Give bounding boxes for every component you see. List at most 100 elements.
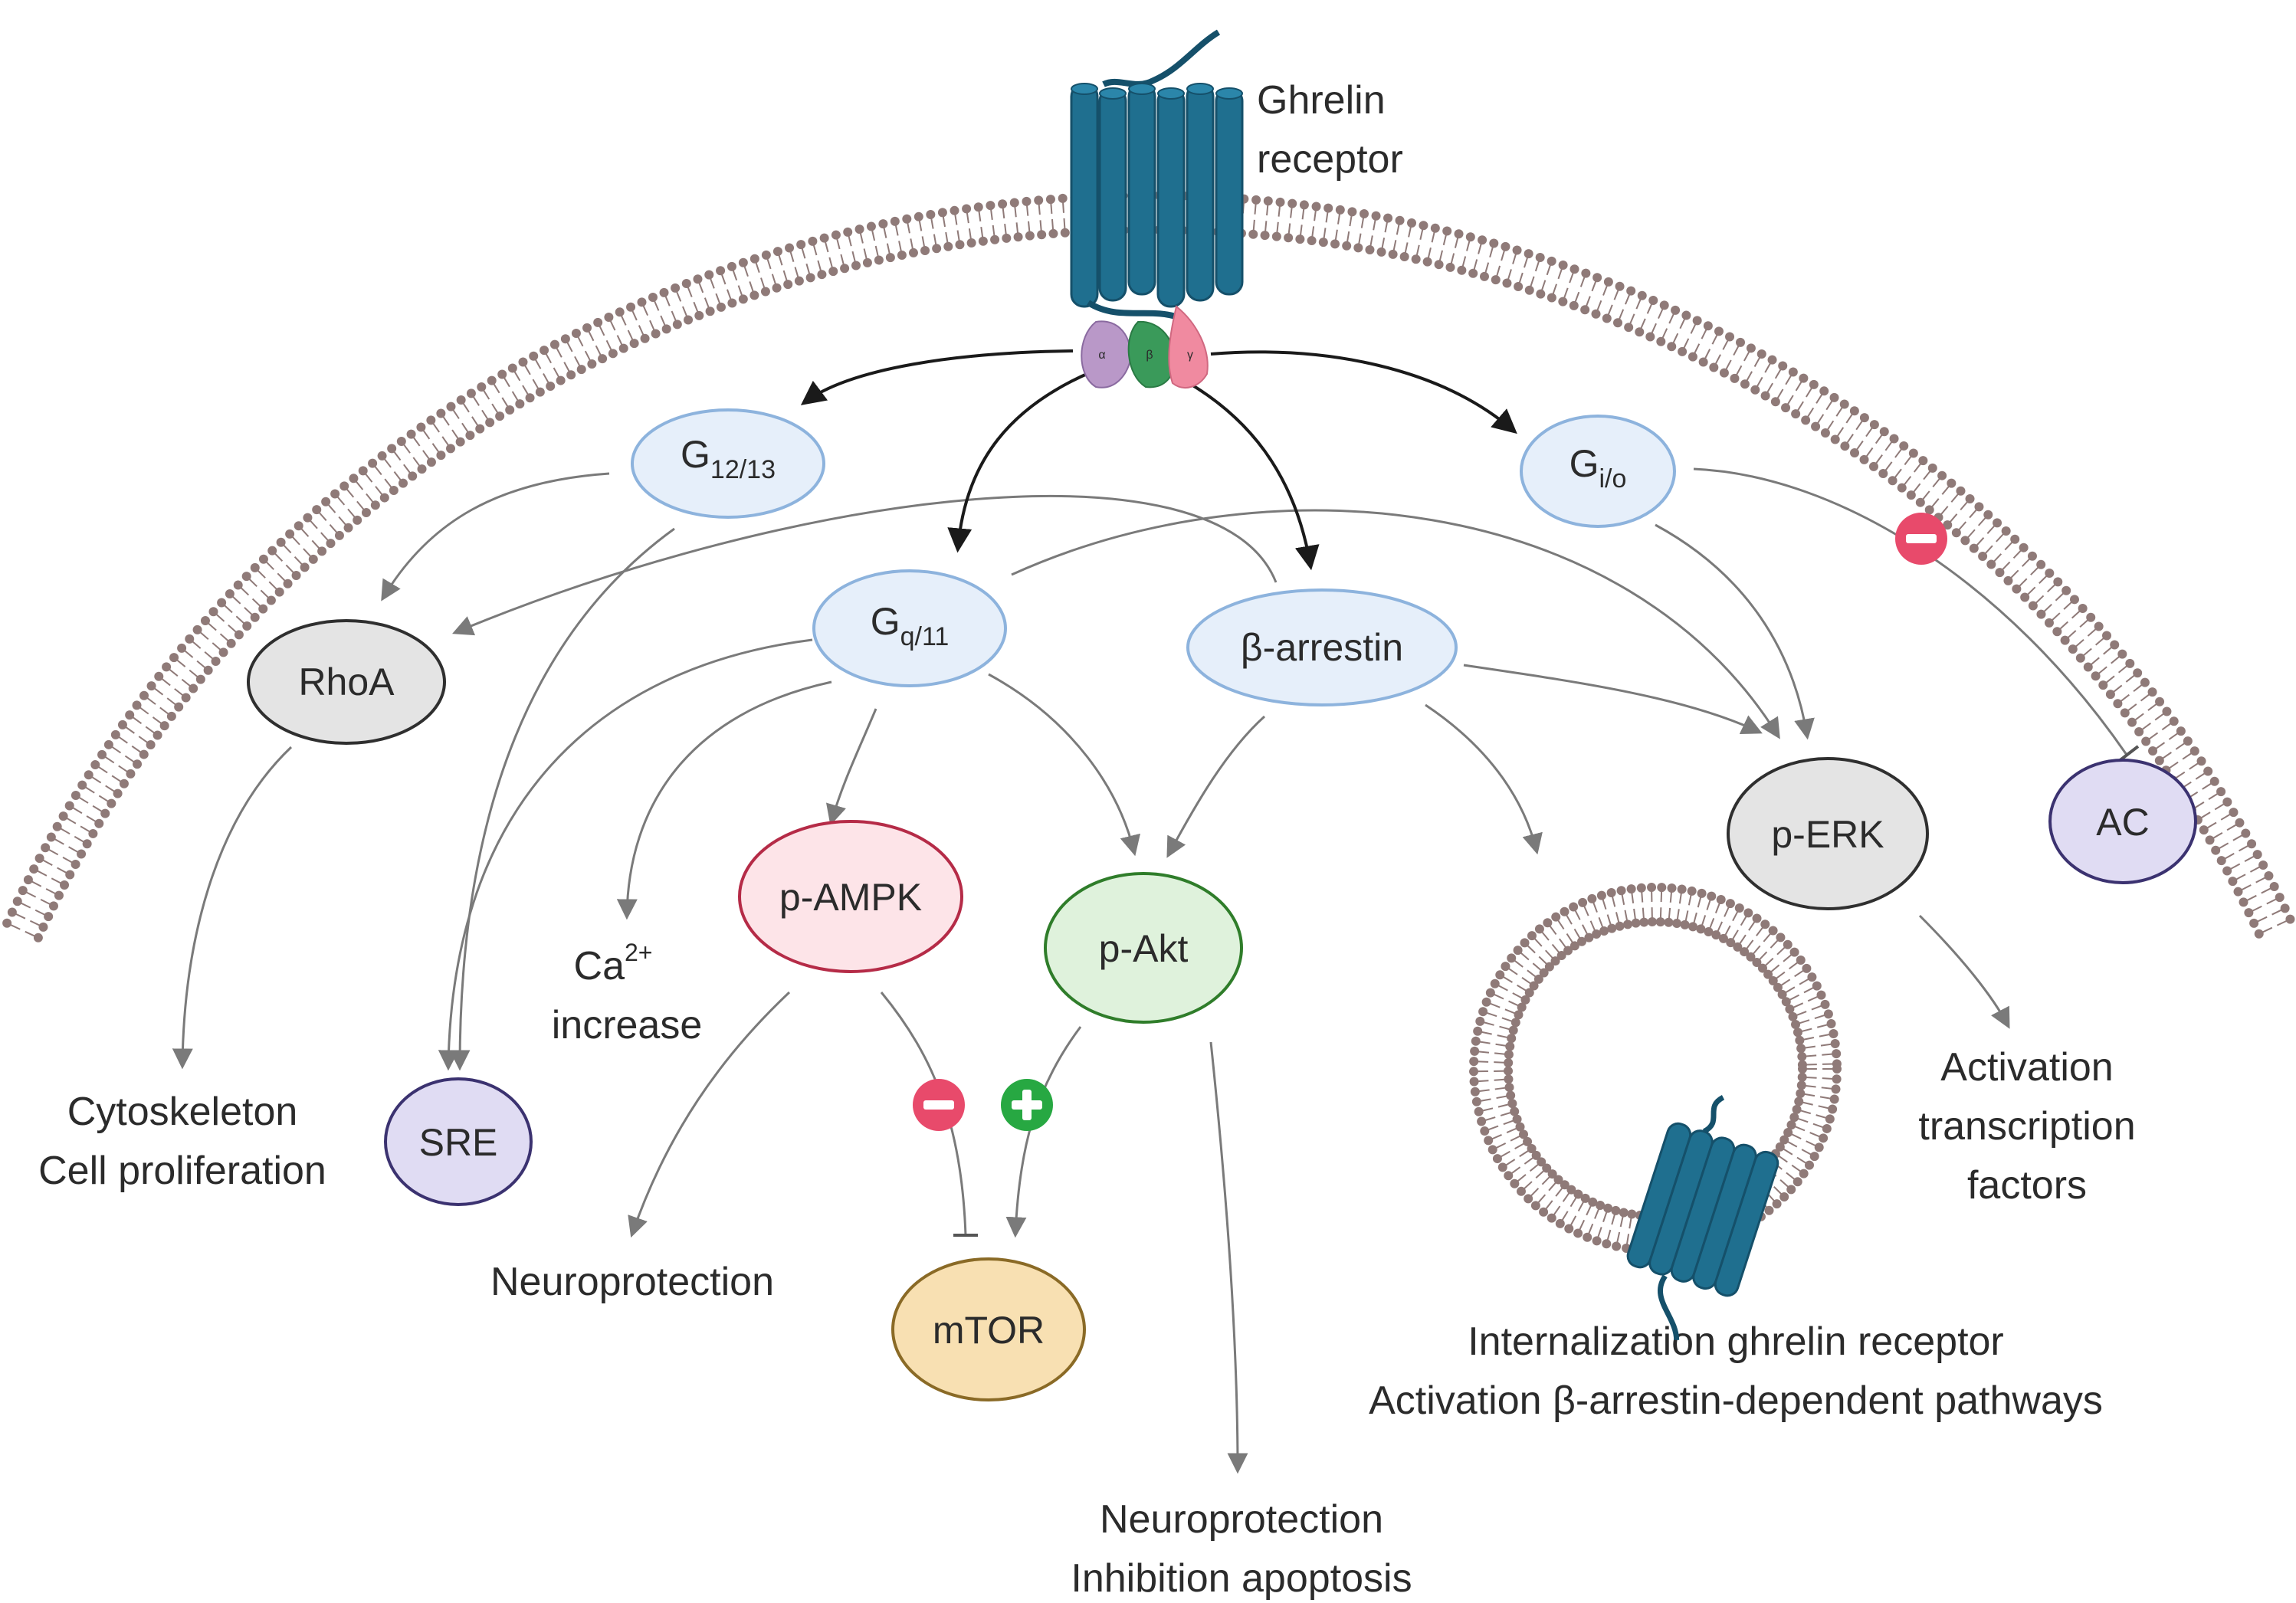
- lipid-head: [1828, 1104, 1838, 1114]
- lipid-head: [1897, 483, 1907, 493]
- lipid-head: [920, 246, 930, 256]
- lipid-head: [1889, 434, 1899, 444]
- lipid-head: [1760, 920, 1770, 929]
- lipid-head: [1592, 1236, 1602, 1246]
- lipid-head: [593, 317, 603, 327]
- lipid-head: [1819, 386, 1829, 396]
- lipid-head: [408, 471, 418, 481]
- lipid-head: [2235, 818, 2245, 828]
- lipid-head: [1908, 448, 1918, 458]
- lipid-head: [1986, 559, 1996, 569]
- lipid-head: [1471, 1036, 1481, 1046]
- lipid-head: [1819, 1133, 1829, 1143]
- lipid-head: [525, 393, 535, 403]
- lipid-head: [1507, 953, 1517, 963]
- lipid-head: [1740, 379, 1750, 389]
- lipid-head: [1789, 947, 1799, 957]
- lipid-head: [704, 270, 714, 280]
- lipid-head: [515, 399, 525, 409]
- lipid-head: [1299, 200, 1309, 210]
- lipid-head: [937, 208, 947, 218]
- lipid-head: [2222, 797, 2232, 807]
- lipid-head: [1657, 883, 1667, 893]
- lipid-head: [1263, 196, 1273, 206]
- lipid-head: [1524, 249, 1533, 259]
- lipid-head: [1899, 441, 1909, 451]
- lipid-head: [455, 437, 465, 447]
- lipid-head: [1764, 1205, 1774, 1215]
- lipid-head: [1558, 261, 1568, 270]
- lipid-head: [1619, 1208, 1629, 1218]
- lipid-head: [2199, 825, 2209, 835]
- lipid-head: [1311, 202, 1321, 211]
- lipid-head: [1868, 461, 1878, 471]
- lipid-head: [546, 382, 556, 392]
- lipid-head: [326, 539, 336, 549]
- g1213-sub: 12/13: [710, 455, 776, 484]
- lipid-head: [1591, 309, 1601, 319]
- lipid-head: [2094, 621, 2104, 631]
- lipid-head: [154, 671, 164, 681]
- gio-sub: i/o: [1599, 464, 1626, 493]
- lipid-head: [1831, 1084, 1841, 1094]
- lipid-head: [1859, 413, 1869, 423]
- galpha-subunit: [1081, 320, 1132, 388]
- lipid-head: [1573, 1189, 1583, 1199]
- receptor-helix-cap: [1071, 83, 1098, 95]
- lipid-head: [1524, 285, 1534, 295]
- lipid-head: [2127, 717, 2137, 727]
- lipid-head: [1569, 264, 1579, 274]
- lipid-head: [1829, 1094, 1839, 1104]
- lipid-head: [1533, 974, 1543, 984]
- internalized-receptor: [1626, 1095, 1779, 1341]
- lipid-head: [1888, 476, 1897, 486]
- lipid-head: [587, 359, 597, 369]
- lipid-head: [1359, 209, 1369, 219]
- lipid-head: [2148, 746, 2158, 756]
- lipid-head: [902, 214, 912, 224]
- lipid-head: [1501, 241, 1510, 251]
- lipid-head: [1802, 963, 1812, 973]
- lipid-head: [1696, 924, 1706, 934]
- lipid-head: [1839, 399, 1849, 409]
- lipid-head: [1544, 962, 1554, 972]
- lipid-head: [1457, 265, 1467, 275]
- lipid-head: [1510, 1178, 1520, 1188]
- lipid-head: [330, 489, 340, 499]
- lipid-head: [966, 238, 976, 247]
- lipid-head: [1543, 918, 1553, 928]
- lipid-head: [794, 276, 804, 286]
- lipid-head: [1566, 1185, 1576, 1195]
- lipid-head: [353, 515, 362, 525]
- lipid-head: [772, 247, 782, 257]
- lipid-head: [88, 828, 98, 838]
- lipid-head: [1791, 1019, 1801, 1029]
- lipid-head: [1504, 1066, 1514, 1076]
- lipid-head: [1709, 362, 1719, 372]
- lipid-head: [417, 464, 427, 474]
- lipid-head: [1583, 1232, 1592, 1242]
- lipid-head: [1807, 972, 1817, 982]
- lipid-head: [1495, 970, 1505, 980]
- lipid-head: [1797, 1060, 1807, 1070]
- lipid-head: [783, 280, 793, 290]
- lipid-head: [349, 474, 359, 484]
- lipid-head: [1527, 1144, 1537, 1154]
- lipid-head: [267, 546, 277, 556]
- lipid-head: [146, 681, 156, 691]
- lipid-head: [2110, 640, 2120, 650]
- lipid-head: [1573, 1228, 1583, 1238]
- lipid-head: [1473, 1026, 1483, 1036]
- lipid-head: [1829, 392, 1839, 402]
- lipid-head: [1767, 355, 1777, 365]
- lipid-head: [785, 243, 795, 253]
- lipid-head: [1768, 975, 1778, 985]
- lipid-head: [1376, 247, 1386, 257]
- lipid-head: [738, 294, 748, 304]
- lipid-head: [1512, 1114, 1522, 1124]
- lipid-head: [1037, 230, 1047, 240]
- lipid-head: [1539, 968, 1549, 978]
- lipid-head: [1517, 1002, 1527, 1012]
- lipid-head: [23, 875, 33, 885]
- lipid-head: [1792, 1104, 1802, 1114]
